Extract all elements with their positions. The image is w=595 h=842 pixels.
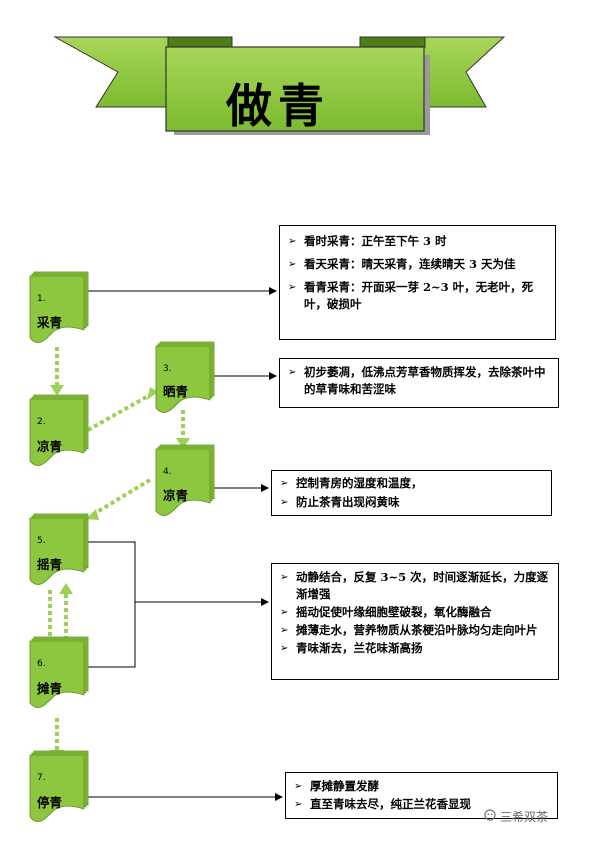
- note-item: ➢控制青房的湿度和温度，: [280, 476, 423, 490]
- step-3-name: 晒青: [163, 384, 189, 399]
- note-item: ➢摇动促使叶缘细胞壁破裂，氧化酶融合: [280, 605, 492, 619]
- step-4-name: 凉青: [163, 488, 189, 503]
- note-item: ➢直至青味去尽，纯正兰花香显现: [294, 797, 471, 811]
- note-box-picking: ➢看时采青：正午至下午 3 时 ➢看天采青：晴天采青，连续晴天 3 天为佳 ➢看…: [279, 225, 556, 340]
- note-item: ➢看青采青：开面采一芽 2~3 叶，无老叶，死叶，破损叶: [288, 280, 534, 311]
- note-box-sunning: ➢初步萎凋，低沸点芳草香物质挥发，去除茶叶中的草青味和苦涩味: [279, 358, 559, 408]
- flow-arrow-2-3: [87, 393, 151, 432]
- step-node-6: [29, 636, 89, 708]
- step-node-5: [29, 513, 89, 585]
- step-7-name: 停青: [37, 795, 63, 810]
- note-item: ➢摊薄走水，营养物质从茶梗沿叶脉均匀走向叶片: [280, 623, 538, 637]
- connector-shaking-bottom: [84, 602, 136, 668]
- step-5-number: 5.: [37, 536, 46, 546]
- note-item: ➢看天采青：晴天采青，连续晴天 3 天为佳: [288, 257, 516, 271]
- step-2-number: 2.: [37, 417, 46, 427]
- ribbon-fold-right: [359, 36, 426, 48]
- arrowhead-2-3: [147, 387, 158, 400]
- note-item: ➢青味渐去，兰花味渐高扬: [280, 641, 423, 655]
- step-2-name: 凉青: [37, 439, 63, 454]
- arrowhead-1-2: [50, 385, 64, 396]
- flow-arrow-4-5: [90, 478, 152, 517]
- note-box-cooling: ➢控制青房的湿度和温度， ➢防止茶青出现闷黄味: [271, 470, 552, 516]
- arrowhead-6-5: [59, 583, 73, 594]
- step-7-number: 7.: [37, 773, 46, 783]
- step-node-1: [29, 271, 89, 343]
- note-box-resting: ➢厚摊静置发酵 ➢直至青味去尽，纯正兰花香显现: [285, 772, 558, 819]
- note-item: ➢看时采青：正午至下午 3 时: [288, 234, 447, 248]
- step-6-name: 摊青: [37, 681, 63, 696]
- step-node-2: [29, 394, 89, 466]
- step-node-3: [155, 341, 215, 413]
- step-5-name: 摇青: [37, 557, 63, 572]
- arrowhead-3-4: [176, 438, 190, 449]
- note-item: ➢初步萎凋，低沸点芳草香物质挥发，去除茶叶中的草青味和苦涩味: [288, 365, 546, 396]
- step-1-name: 采青: [37, 315, 63, 330]
- step-node-4: [155, 444, 215, 516]
- banner-main: [165, 46, 425, 132]
- note-item: ➢厚摊静置发酵: [294, 779, 379, 793]
- step-node-7: [29, 750, 89, 822]
- note-item: ➢动静结合，反复 3~5 次，时间逐渐延长，力度逐渐增强: [280, 570, 549, 601]
- wechat-icon: [484, 809, 496, 821]
- page-title: 做青: [226, 79, 330, 133]
- step-3-number: 3.: [163, 364, 172, 374]
- watermark-text: 三希双茶: [500, 810, 549, 824]
- step-6-number: 6.: [37, 659, 46, 669]
- step-1-number: 1.: [37, 294, 46, 304]
- connector-shaking-top: [84, 541, 269, 606]
- note-box-shaking: ➢动静结合，反复 3~5 次，时间逐渐延长，力度逐渐增强 ➢摇动促使叶缘细胞壁破…: [271, 563, 559, 680]
- arrowhead-4-5: [86, 509, 99, 520]
- note-item: ➢防止茶青出现闷黄味: [280, 495, 400, 509]
- step-4-number: 4.: [163, 467, 172, 477]
